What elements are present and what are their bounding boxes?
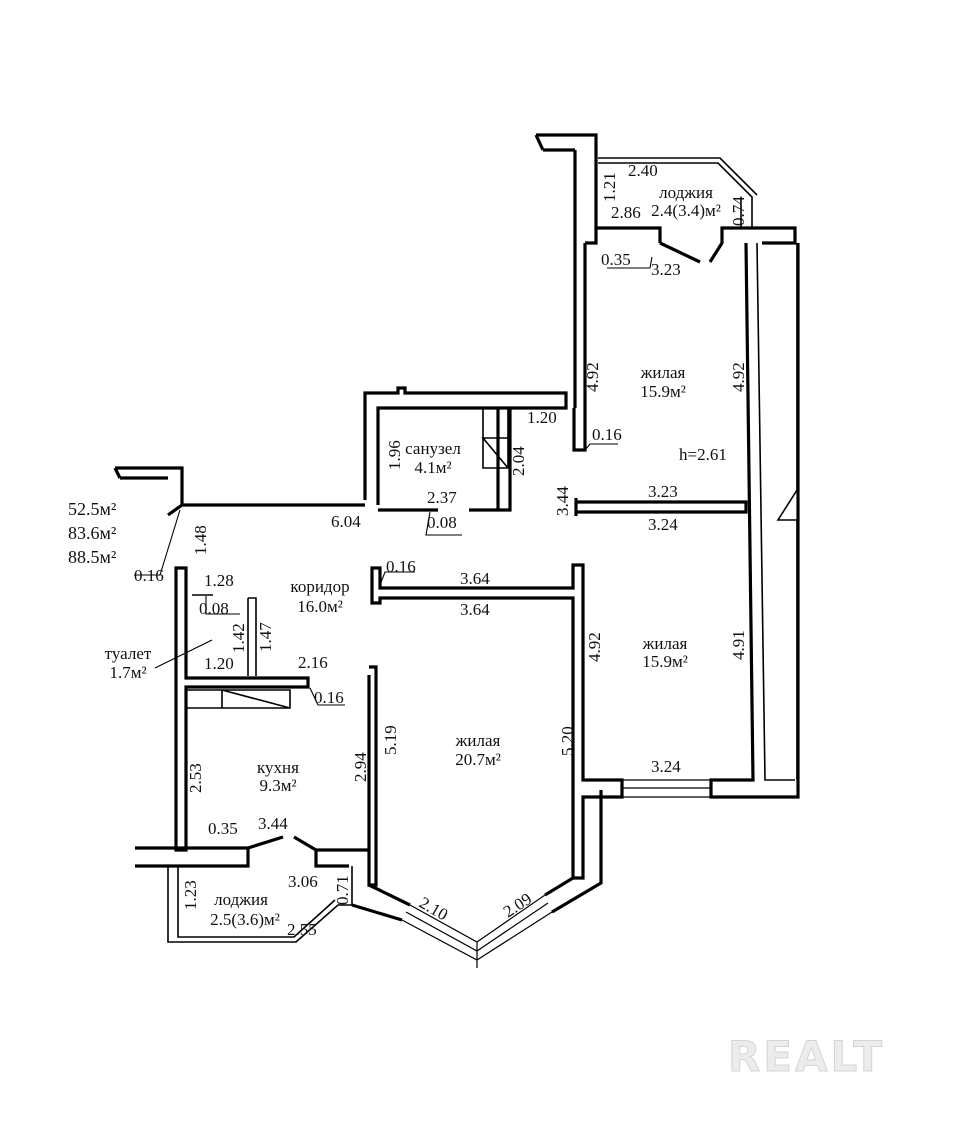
dim-bath-237: 2.37 — [427, 488, 457, 507]
loggia-bottom-area: 2.5(3.6)м² — [210, 910, 280, 929]
wall-living-top-left — [572, 150, 598, 452]
dim-wall-324: 3.24 — [648, 515, 678, 534]
loggia-bottom-name: лоджия — [214, 890, 268, 909]
corridor-area: 16.0м² — [297, 597, 343, 616]
wall-kitchen-bottom — [135, 835, 317, 868]
wall-left-upper — [113, 466, 365, 517]
wall-loggia-bottom — [167, 866, 353, 943]
toilet-area: 1.7м² — [109, 663, 146, 682]
total-area-1: 52.5м² — [68, 499, 116, 519]
dim-loggia-top-286: 2.86 — [611, 203, 641, 222]
living-top-name: жилая — [640, 363, 686, 382]
wall-kitchen-living — [314, 665, 378, 887]
window-bay — [401, 894, 553, 968]
loggia-top-door — [659, 226, 797, 264]
dim-corridor-016b: 0.16 — [386, 557, 416, 576]
wall-right-inner — [756, 242, 798, 781]
dim-bath-008: 0.08 — [427, 513, 457, 532]
wall-partition-364 — [370, 563, 624, 880]
wall-top-stub — [534, 133, 662, 243]
dim-living-mid-492: 4.92 — [585, 632, 604, 662]
wall-bathroom-bottom — [378, 408, 512, 512]
kitchen-fixture — [186, 688, 291, 709]
dim-corridor-016a: 0.16 — [134, 566, 164, 585]
wall-partition-323 — [574, 498, 748, 516]
dim-loggia-bottom-123: 1.23 — [181, 880, 200, 910]
dim-living-mid-491: 4.91 — [729, 630, 748, 660]
living-big-area: 20.7м² — [455, 750, 501, 769]
wall-bay — [351, 790, 603, 922]
dim-kitchen-344: 3.44 — [258, 814, 288, 833]
dim-loggia-top-074: 0.74 — [729, 196, 748, 226]
dim-wall-364a: 3.64 — [460, 569, 490, 588]
dim-toilet-008: 0.08 — [199, 599, 229, 618]
dim-toilet-128: 1.28 — [204, 571, 234, 590]
dim-loggia-bottom-071: 0.71 — [333, 875, 352, 905]
wall-bathroom-top — [363, 386, 568, 505]
wall-toilet-partition — [192, 594, 257, 676]
dim-toilet-016: 0.16 — [314, 688, 344, 707]
bath-fixture — [481, 408, 509, 469]
dim-toilet-142: 1.42 — [229, 623, 248, 653]
dim-loggia-top-323: 3.23 — [651, 260, 681, 279]
total-area-3: 88.5м² — [68, 547, 116, 567]
dim-living-top-492-left: 4.92 — [583, 362, 602, 392]
loggia-top-name: лоджия — [659, 183, 713, 202]
dim-living-big-520: 5.20 — [558, 726, 577, 756]
dim-living-mid-324: 3.24 — [651, 757, 681, 776]
living-mid-area: 15.9м² — [642, 652, 688, 671]
dim-toilet-216: 2.16 — [298, 653, 328, 672]
dim-loggia-top-240: 2.40 — [628, 161, 658, 180]
living-mid-name: жилая — [642, 634, 688, 653]
dim-loggia-bottom-255: 2.55 — [287, 920, 317, 939]
dim-living-big-210: 2.10 — [416, 893, 451, 924]
loggia-top-area: 2.4(3.4)м² — [651, 201, 721, 220]
bathroom-area: 4.1м² — [414, 458, 451, 477]
dim-loggia-top-121: 1.21 — [600, 172, 619, 202]
leader-lines — [134, 256, 653, 706]
total-area-2: 83.6м² — [68, 523, 116, 543]
dim-toilet-147: 1.47 — [256, 622, 275, 652]
dim-loggia-bottom-306: 3.06 — [288, 872, 318, 891]
dim-corridor-148: 1.48 — [191, 525, 210, 555]
dim-kitchen-294: 2.94 — [351, 752, 370, 782]
living-top-area: 15.9м² — [640, 382, 686, 401]
dim-bath-196: 1.96 — [385, 440, 404, 470]
kitchen-name: кухня — [257, 758, 299, 777]
dim-loggia-top-035: 0.35 — [601, 250, 631, 269]
ceiling-height: h=2.61 — [679, 445, 727, 464]
dim-wall-364b: 3.64 — [460, 600, 490, 619]
dim-corridor-344: 3.44 — [553, 486, 572, 516]
window-living-mid — [622, 779, 711, 798]
toilet-name: туалет — [105, 644, 152, 663]
kitchen-area: 9.3м² — [259, 776, 296, 795]
dim-wall-323: 3.23 — [648, 482, 678, 501]
dim-living-top-492-right: 4.92 — [729, 362, 748, 392]
dim-living-big-519: 5.19 — [381, 725, 400, 755]
dim-living-big-209: 2.09 — [500, 889, 535, 921]
living-big-name: жилая — [455, 731, 501, 750]
corridor-name: коридор — [290, 577, 349, 596]
dim-toilet-120: 1.20 — [204, 654, 234, 673]
dim-corridor-604: 6.04 — [331, 512, 361, 531]
dim-bath-204: 2.04 — [509, 446, 528, 476]
wall-left-lower — [174, 566, 310, 852]
realt-watermark: REALT — [728, 1032, 885, 1081]
bathroom-name: санузел — [405, 439, 461, 458]
dim-living-top-016: 0.16 — [592, 425, 622, 444]
dim-bath-120: 1.20 — [527, 408, 557, 427]
dim-kitchen-253: 2.53 — [186, 763, 205, 793]
dim-kitchen-035: 0.35 — [208, 819, 238, 838]
